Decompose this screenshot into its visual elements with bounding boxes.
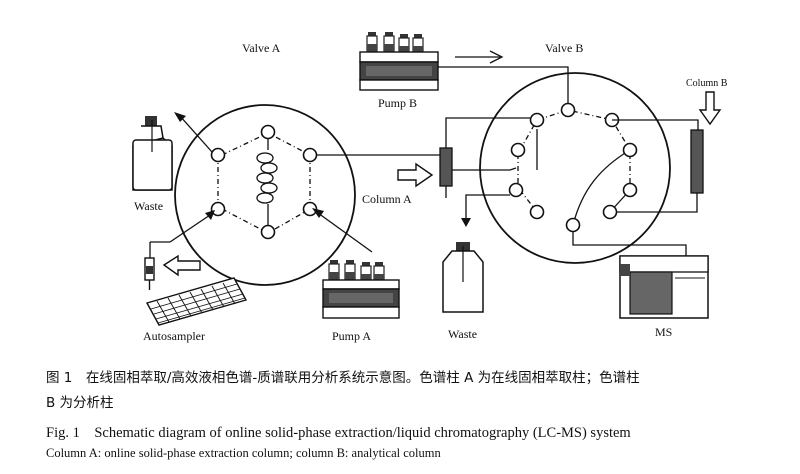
valve-b-label: Valve B <box>545 41 583 55</box>
caption-cn-line1: 图 1 在线固相萃取/高效液相色谱-质谱联用分析系统示意图。色谱柱 A 为在线固… <box>46 370 640 386</box>
sample-arrow-icon <box>205 210 215 220</box>
waste-arrow-icon <box>174 112 186 122</box>
waste-bottom-arrow-icon <box>461 218 471 227</box>
schematic-diagram: Valve A Waste <box>132 31 728 343</box>
pump-a-label: Pump A <box>332 329 371 343</box>
pump-a-arrow-icon <box>312 208 324 218</box>
column-a-arrow-icon <box>397 162 434 188</box>
autosampler-plate <box>145 277 248 326</box>
ms-instrument <box>619 255 709 319</box>
valve-b <box>479 72 671 264</box>
autosampler-arrow-icon <box>162 254 201 277</box>
column-b-arrow-icon <box>698 91 722 126</box>
column-a <box>439 147 453 198</box>
pump-b-flow-arrow-icon <box>455 50 504 64</box>
pump-b <box>359 31 439 91</box>
waste-bottom-label: Waste <box>448 327 477 341</box>
pump-b-label: Pump B <box>378 96 417 110</box>
sample-loop-coil <box>256 138 278 228</box>
valve-a <box>174 104 356 286</box>
caption-en-line2: Column A: online solid-phase extraction … <box>46 446 441 460</box>
caption-en-line1: Fig. 1 Schematic diagram of online solid… <box>46 425 631 441</box>
column-a-label: Column A <box>362 192 412 206</box>
caption-cn-line2: B 为分析柱 <box>46 395 114 411</box>
waste-bottle-bottom <box>442 242 484 313</box>
waste-left-label: Waste <box>134 199 163 213</box>
autosampler-needle <box>144 257 155 290</box>
autosampler-label: Autosampler <box>143 329 205 343</box>
ms-label: MS <box>655 325 672 339</box>
pump-a <box>322 259 400 319</box>
valve-a-label: Valve A <box>242 41 281 55</box>
column-b-label: Column B <box>686 78 728 89</box>
column-b <box>690 129 704 194</box>
waste-bottle-left <box>132 116 173 191</box>
